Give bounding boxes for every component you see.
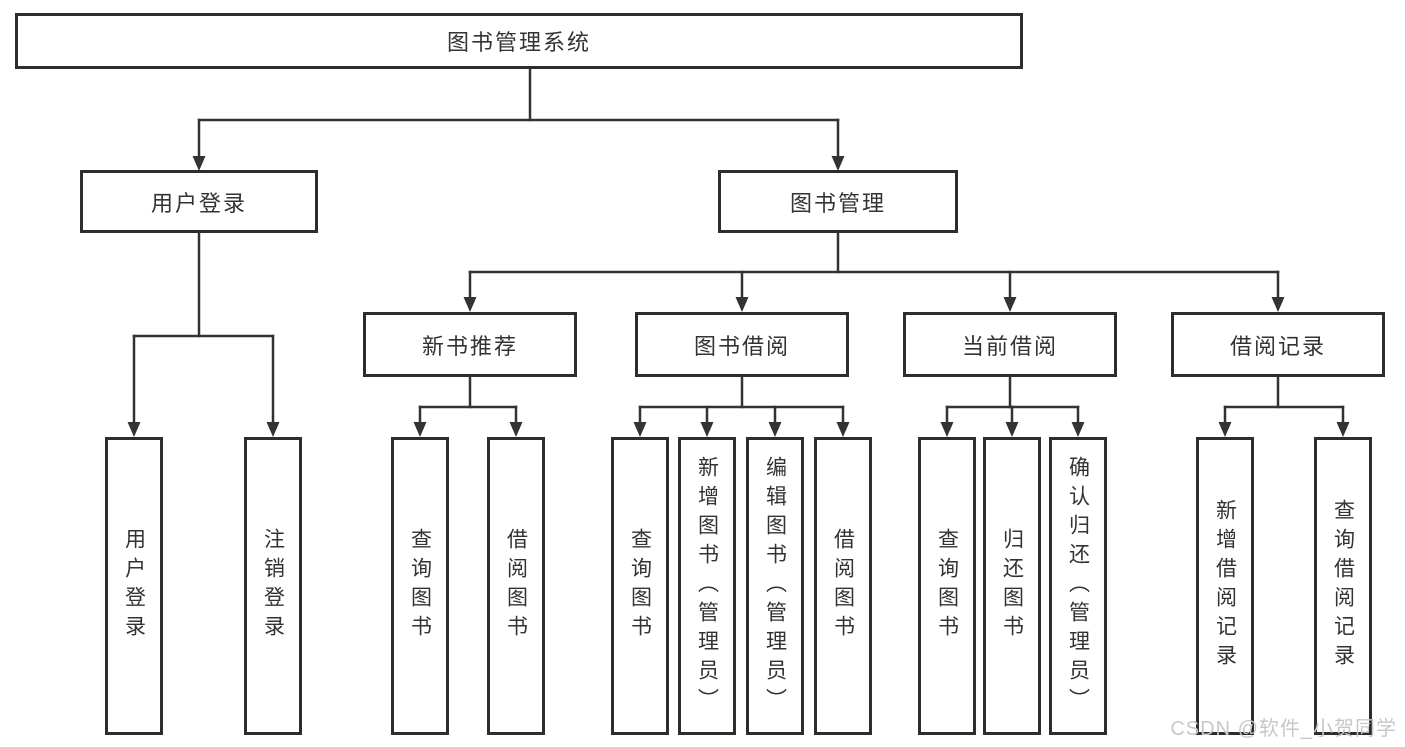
leaf-borrowing-query-books: 查询图书 <box>611 437 669 735</box>
node-current-borrowing: 当前借阅 <box>903 312 1117 377</box>
node-user-login-label: 用户登录 <box>150 190 247 216</box>
node-new-book-recommend: 新书推荐 <box>363 312 577 377</box>
node-book-borrowing-label: 图书借阅 <box>693 333 790 359</box>
connector-root-to-level2 <box>192 67 845 171</box>
connector-recommend-to-leaves <box>413 375 523 437</box>
leaf-logout-login: 注销登录 <box>244 437 302 735</box>
leaf-recommend-query-books-label: 查询图书 <box>408 528 432 644</box>
connector-login-to-leaves <box>127 231 280 437</box>
node-borrowing-records: 借阅记录 <box>1171 312 1385 377</box>
node-user-login: 用户登录 <box>80 170 318 233</box>
leaf-current-query-books: 查询图书 <box>918 437 976 735</box>
node-library-management-system-label: 图书管理系统 <box>446 30 591 55</box>
leaf-records-add-record-label: 新增借阅记录 <box>1213 499 1237 673</box>
leaf-user-login: 用户登录 <box>105 437 163 735</box>
leaf-records-query-record: 查询借阅记录 <box>1314 437 1372 735</box>
leaf-records-add-record: 新增借阅记录 <box>1196 437 1254 735</box>
node-library-management-system: 图书管理系统 <box>15 13 1023 69</box>
leaf-recommend-borrow-books-label: 借阅图书 <box>504 528 528 644</box>
leaf-current-confirm-return-admin-label: 确认归还（管理员） <box>1066 455 1090 717</box>
connector-bookmgmt-to-level3 <box>463 231 1285 312</box>
node-borrowing-records-label: 借阅记录 <box>1229 333 1326 359</box>
leaf-borrowing-edit-books-admin-label: 编辑图书（管理员） <box>763 455 787 717</box>
leaf-recommend-borrow-books: 借阅图书 <box>487 437 545 735</box>
leaf-current-query-books-label: 查询图书 <box>935 528 959 644</box>
node-book-management: 图书管理 <box>718 170 958 233</box>
leaf-recommend-query-books: 查询图书 <box>391 437 449 735</box>
node-current-borrowing-label: 当前借阅 <box>961 333 1058 359</box>
node-new-book-recommend-label: 新书推荐 <box>421 333 518 359</box>
connector-borrow-to-leaves <box>633 375 850 437</box>
leaf-borrowing-query-books-label: 查询图书 <box>628 528 652 644</box>
node-book-borrowing: 图书借阅 <box>635 312 849 377</box>
leaf-borrowing-add-books-admin-label: 新增图书（管理员） <box>695 455 719 717</box>
node-book-management-label: 图书管理 <box>789 190 886 216</box>
leaf-borrowing-borrow-books: 借阅图书 <box>814 437 872 735</box>
leaf-borrowing-add-books-admin: 新增图书（管理员） <box>678 437 736 735</box>
leaf-logout-login-label: 注销登录 <box>261 528 285 644</box>
connector-current-to-leaves <box>940 375 1085 437</box>
leaf-borrowing-edit-books-admin: 编辑图书（管理员） <box>746 437 804 735</box>
leaf-borrowing-borrow-books-label: 借阅图书 <box>831 528 855 644</box>
leaf-records-query-record-label: 查询借阅记录 <box>1331 499 1355 673</box>
leaf-user-login-label: 用户登录 <box>122 528 146 644</box>
watermark: CSDN @软件_小贺同学 <box>1170 718 1397 740</box>
leaf-current-confirm-return-admin: 确认归还（管理员） <box>1049 437 1107 735</box>
leaf-current-return-books: 归还图书 <box>983 437 1041 735</box>
leaf-current-return-books-label: 归还图书 <box>1000 528 1024 644</box>
connector-records-to-leaves <box>1218 375 1350 437</box>
